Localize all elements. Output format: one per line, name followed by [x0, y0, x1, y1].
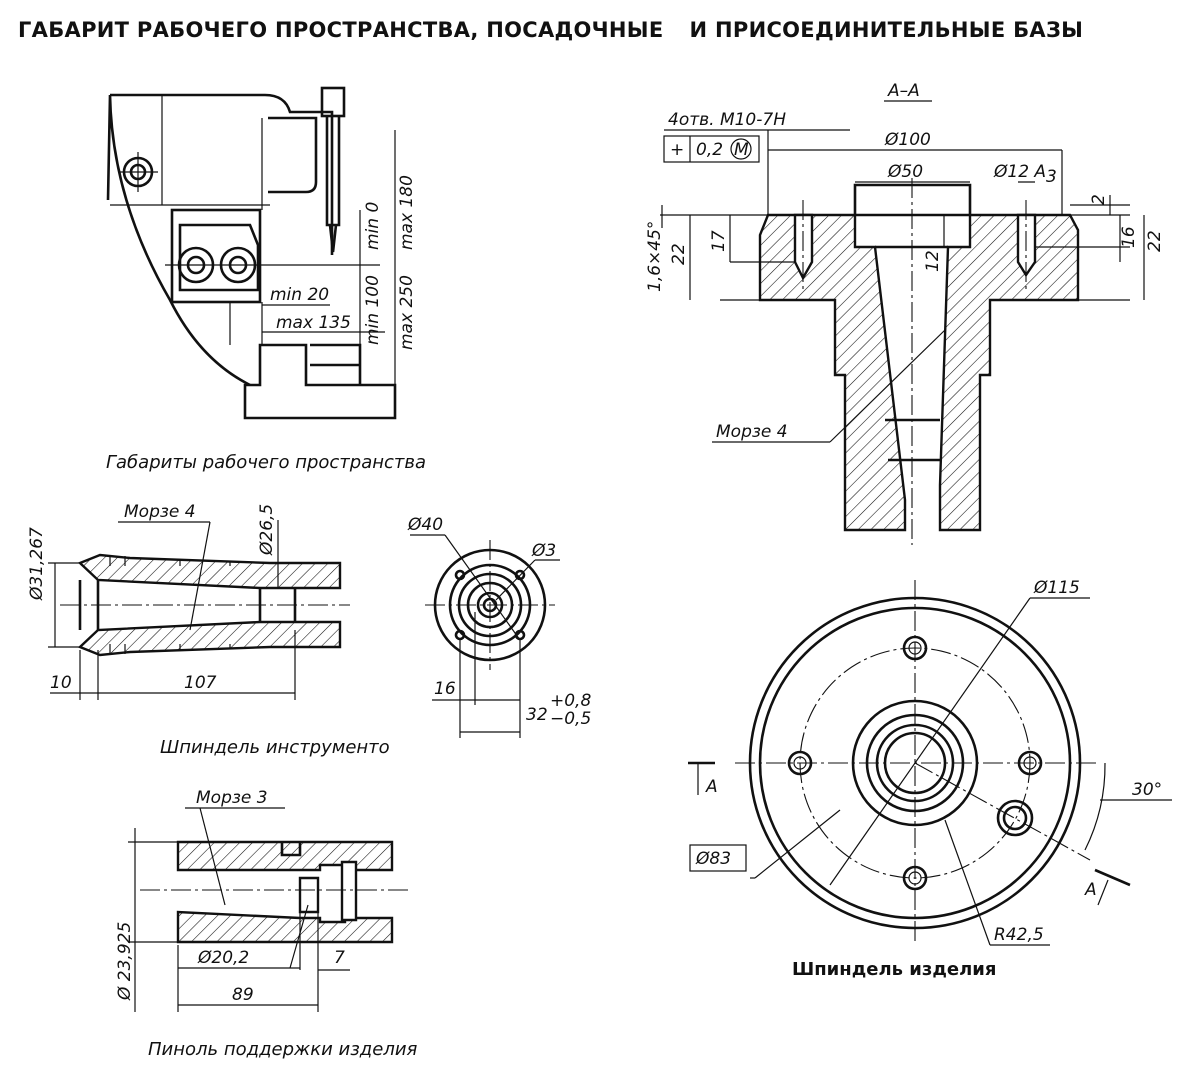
section-aa-label: А–А: [887, 81, 920, 101]
dim-d26: Ø26,5: [257, 504, 277, 556]
dim-d40: Ø40: [407, 515, 443, 535]
dim-l16: 16: [434, 679, 456, 699]
dim-h17: 17: [709, 230, 729, 252]
workspace-caption: Габариты рабочего пространства: [106, 452, 426, 473]
dim-d50: Ø50: [887, 162, 923, 182]
support-quill-taper: Морзе 3: [196, 788, 268, 808]
dim-h22b: 22: [1145, 230, 1165, 252]
dim-l107: 107: [184, 673, 217, 693]
dim-min0: min 0: [363, 202, 383, 250]
dim-d3: Ø3: [531, 541, 556, 561]
dim-max250: max 250: [397, 275, 417, 350]
support-quill-view: Морзе 3 Ø 23,925 Ø20,2 7 89 Пиноль подде…: [115, 788, 418, 1060]
dim-d23: Ø 23,925: [115, 922, 135, 1001]
dim-chamfer: 1,6×45°: [645, 221, 665, 292]
dim-d12-sub: 3: [1046, 167, 1057, 187]
product-spindle-view: А А Ø115 Ø83 R42,5 30° Шпиндель изделия: [688, 578, 1172, 980]
section-holes: 4отв. М10-7Н: [668, 110, 786, 130]
dim-h16: 16: [1119, 226, 1139, 248]
tool-spindle-caption: Шпиндель инструменто: [160, 737, 390, 758]
dim-l32: 32: [526, 705, 548, 725]
dim-d20: Ø20,2: [197, 948, 249, 968]
dim-d100: Ø100: [884, 130, 931, 150]
dim-angle: 30°: [1132, 780, 1162, 800]
section-taper: Морзе 4: [716, 422, 788, 442]
tolerance-modifier: M: [734, 140, 749, 160]
dim-l10: 10: [50, 673, 72, 693]
page-title: ГАБАРИТ РАБОЧЕГО ПРОСТРАНСТВА, ПОСАДОЧНЫ…: [18, 18, 1188, 42]
section-aa-view: А–А 4отв. М10-7Н + 0,2 M: [645, 81, 1165, 545]
cut-marker-left: А: [705, 777, 718, 797]
tolerance-value: 0,2: [696, 140, 723, 160]
tool-spindle-view: Морзе 4 Ø31,267 Ø26,5 10 107 Шпиндель ин…: [27, 502, 390, 758]
dim-h22a: 22: [669, 243, 689, 265]
dim-max135: max 135: [276, 313, 351, 333]
dim-d115: Ø115: [1033, 578, 1080, 598]
workspace-view: min 0 max 180 min 20 max 135 min 100 max…: [106, 86, 426, 473]
dim-min20: min 20: [270, 285, 329, 305]
dim-d31: Ø31,267: [27, 527, 47, 601]
title-part-2: И ПРИСОЕДИНИТЕЛЬНЫЕ БАЗЫ: [689, 18, 1084, 42]
cut-marker-right: А: [1084, 880, 1097, 900]
dim-max180: max 180: [397, 175, 417, 250]
dim-h12: 12: [923, 250, 943, 272]
tool-spindle-taper: Морзе 4: [124, 502, 196, 522]
title-part-1: ГАБАРИТ РАБОЧЕГО ПРОСТРАНСТВА, ПОСАДОЧНЫ…: [18, 18, 664, 42]
product-spindle-caption: Шпиндель изделия: [792, 959, 996, 980]
dim-l32-tol-dn: −0,5: [550, 709, 591, 729]
dim-r42: R42,5: [994, 925, 1044, 945]
tolerance-symbol: +: [670, 140, 684, 160]
dim-h2: 2: [1089, 194, 1109, 205]
dim-d12: Ø12 А: [993, 162, 1046, 182]
support-quill-caption: Пиноль поддержки изделия: [148, 1039, 418, 1060]
dim-d83: Ø83: [695, 849, 731, 869]
dim-min100: min 100: [363, 275, 383, 345]
dim-l32-tol-up: +0,8: [550, 691, 591, 711]
flange-face-view: Ø40 Ø3 16 32 +0,8 −0,5: [407, 515, 591, 738]
dim-l89: 89: [232, 985, 254, 1005]
dim-l7: 7: [334, 948, 345, 968]
